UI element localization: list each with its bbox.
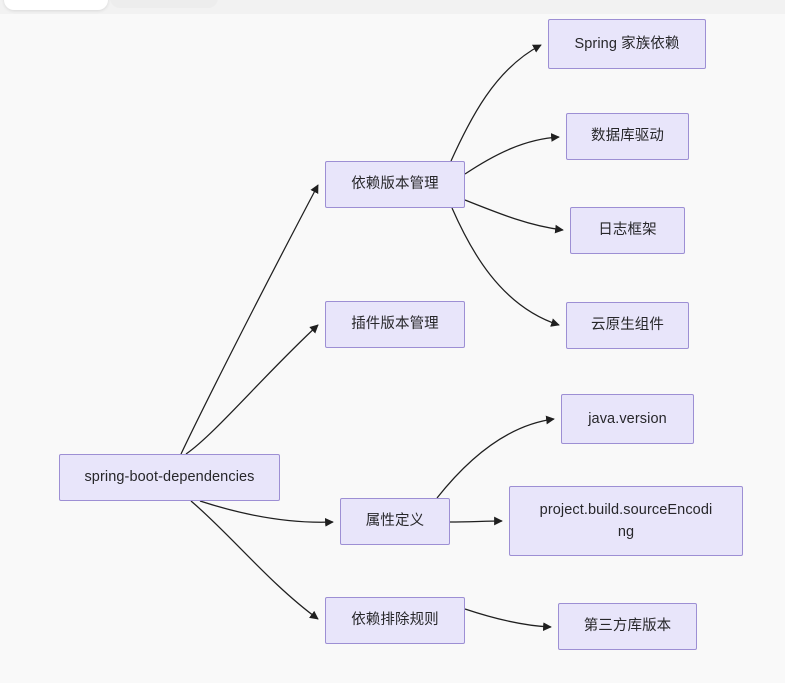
node-dependency-version-management[interactable]: 依赖版本管理 — [325, 161, 465, 208]
node-label: project.build.sourceEncodi ng — [539, 501, 713, 540]
node-label: 日志框架 — [598, 222, 657, 239]
edge-dependency-version-to-logging-framework — [464, 199, 564, 234]
edge-root-to-dependency-exclusion — [190, 500, 319, 620]
node-label: 云原生组件 — [591, 317, 664, 334]
browser-tab-stub-inactive[interactable] — [110, 0, 218, 8]
diagram-canvas[interactable]: spring-boot-dependencies 依赖版本管理 插件版本管理 属… — [0, 14, 785, 683]
node-label: 数据库驱动 — [591, 128, 664, 145]
node-database-driver[interactable]: 数据库驱动 — [566, 113, 689, 160]
node-label: 依赖版本管理 — [351, 176, 439, 193]
edge-layer — [180, 44, 564, 632]
node-logging-framework[interactable]: 日志框架 — [570, 207, 685, 254]
node-label: java.version — [588, 410, 667, 427]
node-dependency-exclusion-rules[interactable]: 依赖排除规则 — [325, 597, 465, 644]
node-label: 属性定义 — [365, 513, 425, 530]
node-label: 插件版本管理 — [351, 316, 439, 333]
node-label: 第三方库版本 — [583, 618, 672, 635]
edge-dependency-version-to-cloud-native — [451, 207, 560, 327]
edge-property-definition-to-source-encoding — [449, 516, 503, 526]
node-java-version[interactable]: java.version — [561, 394, 694, 444]
browser-tab-stub-active[interactable] — [4, 0, 108, 10]
node-third-party-library-version[interactable]: 第三方库版本 — [558, 603, 697, 650]
node-plugin-version-management[interactable]: 插件版本管理 — [325, 301, 465, 348]
edge-property-definition-to-java-version — [436, 415, 555, 499]
edge-dependency-exclusion-to-third-party-library — [464, 608, 552, 632]
edge-root-to-dependency-version — [180, 184, 319, 455]
node-property-definition[interactable]: 属性定义 — [340, 498, 450, 545]
edge-dependency-version-to-spring-family — [450, 44, 542, 162]
edge-root-to-plugin-version — [185, 324, 319, 455]
node-spring-boot-dependencies[interactable]: spring-boot-dependencies — [59, 454, 280, 501]
node-label: spring-boot-dependencies — [84, 469, 255, 486]
browser-chrome-strip — [0, 0, 785, 14]
node-spring-family-dependencies[interactable]: Spring 家族依赖 — [548, 19, 706, 69]
node-project-build-source-encoding[interactable]: project.build.sourceEncodi ng — [509, 486, 743, 556]
node-label: 依赖排除规则 — [351, 612, 439, 629]
node-cloud-native-components[interactable]: 云原生组件 — [566, 302, 689, 349]
edge-root-to-property-definition — [199, 500, 334, 527]
edge-dependency-version-to-database-driver — [464, 133, 560, 175]
node-label: Spring 家族依赖 — [574, 35, 680, 52]
